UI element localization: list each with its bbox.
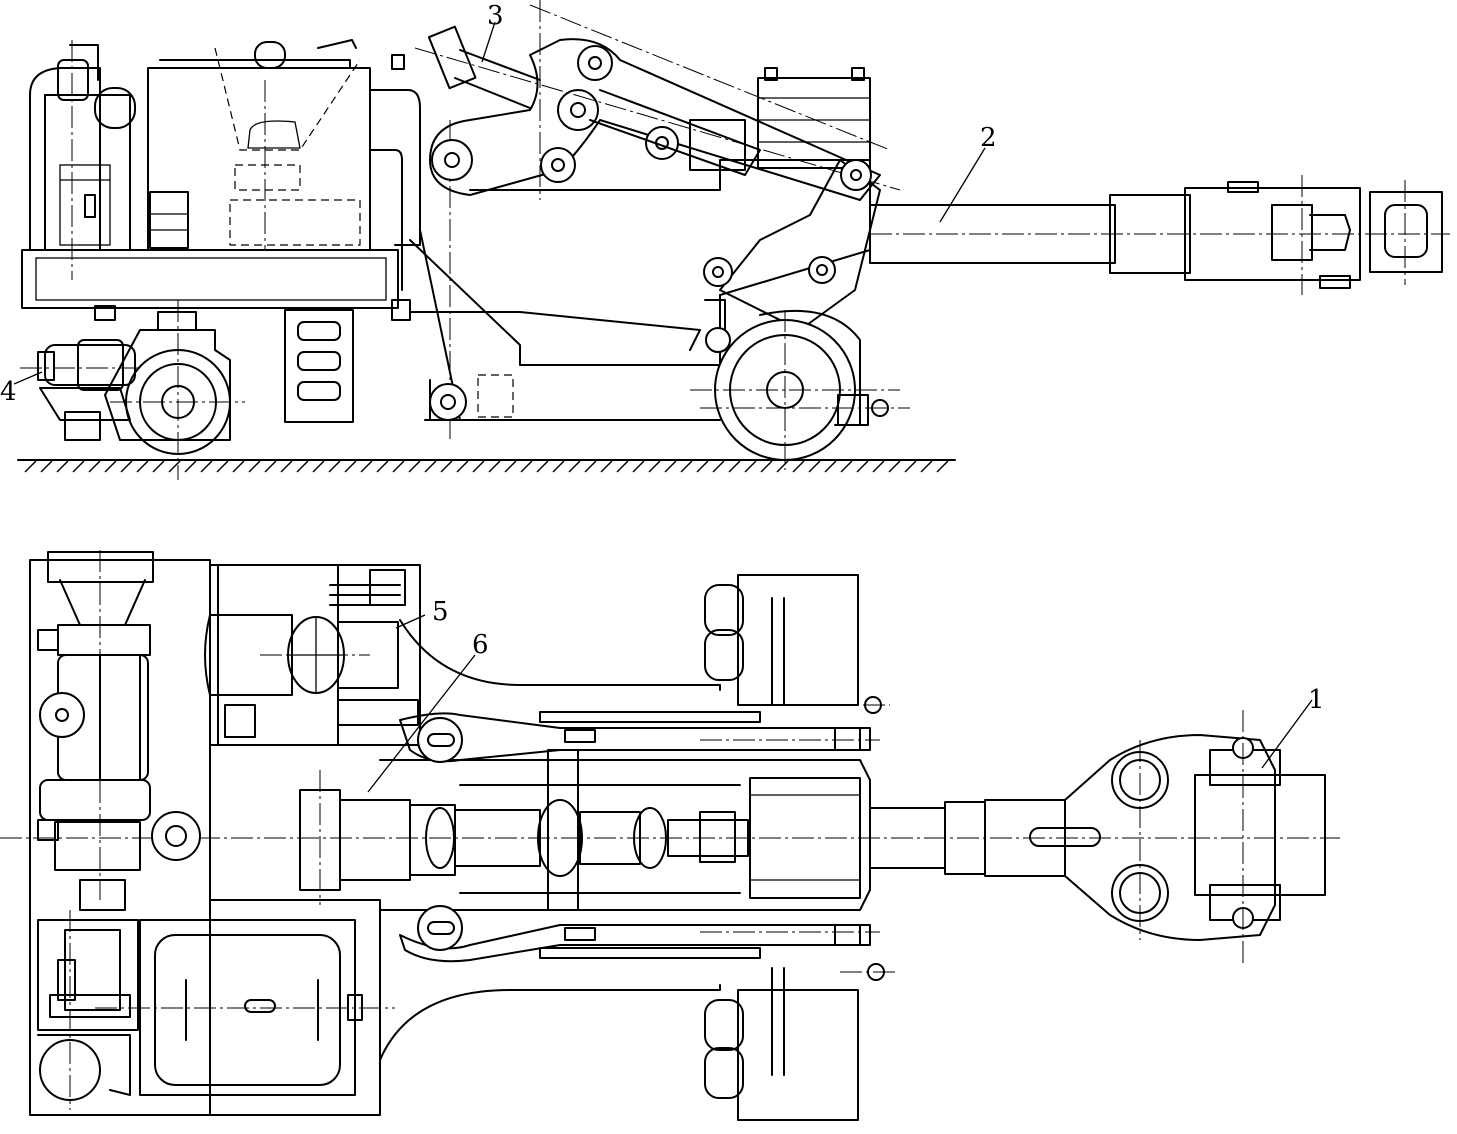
plan-control-block — [204, 564, 419, 746]
ground-hatch-line — [408, 460, 421, 473]
rear-wheel — [104, 300, 245, 480]
ground-hatch-line — [248, 460, 261, 473]
ground-hatch-line — [40, 460, 53, 473]
ground-hatch-line — [136, 460, 149, 473]
rear-motor — [20, 339, 140, 441]
ground-hatch-line — [328, 460, 341, 473]
ground-hatch-line — [776, 460, 789, 473]
chassis-frame — [21, 249, 521, 321]
ground-hatch-line — [88, 460, 101, 473]
label-3: 3 — [487, 1, 504, 31]
ground-hatch-line — [744, 460, 757, 473]
plan-engine-column — [37, 550, 201, 911]
ground-hatch-line — [24, 460, 37, 473]
plan-view — [0, 550, 1340, 1121]
ground-hatch-line — [600, 460, 613, 473]
ground-hatch-line — [824, 460, 837, 473]
ground-hatch-line — [664, 460, 677, 473]
ground-hatch-line — [536, 460, 549, 473]
ground-hatch-line — [712, 460, 725, 473]
ground-hatch-line — [520, 460, 533, 473]
ground-hatch-line — [760, 460, 773, 473]
ground-hatch-line — [216, 460, 229, 473]
plan-lower-wheel — [704, 963, 895, 1121]
ground-hatch-line — [360, 460, 373, 473]
ground-hatch-line — [424, 460, 437, 473]
ground-hatch-line — [72, 460, 85, 473]
ground-hatch-line — [648, 460, 661, 473]
cab-housing — [147, 39, 421, 291]
plan-lower-link — [399, 905, 880, 963]
ground-hatch-line — [856, 460, 869, 473]
plan-boom-head — [869, 710, 1326, 965]
ground-hatch-line — [168, 460, 181, 473]
ground-hatch-line — [440, 460, 453, 473]
ground-hatch-line — [184, 460, 197, 473]
front-tank — [757, 67, 871, 169]
ground-hatch-line — [200, 460, 213, 473]
ground-hatch-line — [728, 460, 741, 473]
ground-hatch-line — [344, 460, 357, 473]
label-6: 6 — [472, 630, 489, 660]
plan-fuel-tank — [95, 919, 395, 1096]
ground-hatch-line — [376, 460, 389, 473]
ground-hatch-line — [792, 460, 805, 473]
front-arm-lever — [703, 159, 881, 353]
ground-hatch-line — [296, 460, 309, 473]
ground-hatch-line — [680, 460, 693, 473]
labels: 1 2 3 4 5 6 — [0, 1, 1325, 793]
ground-hatch-line — [840, 460, 853, 473]
ground-hatch-line — [264, 460, 277, 473]
ground-hatch-line — [904, 460, 917, 473]
ground-hatch-line — [56, 460, 69, 473]
plan-lower-left-unit — [37, 910, 139, 1110]
ground-hatch-line — [696, 460, 709, 473]
side-view — [17, 0, 1450, 480]
ground-hatch-line — [632, 460, 645, 473]
ground-hatch-line — [472, 460, 485, 473]
label-5: 5 — [432, 597, 449, 627]
ground-hatch-line — [392, 460, 405, 473]
label-1: 1 — [1308, 685, 1325, 715]
ground-hatch-line — [504, 460, 517, 473]
ground-hatch-line — [920, 460, 933, 473]
label-2: 2 — [980, 123, 997, 153]
lift-linkage — [414, 0, 901, 201]
ground-hatch-line — [152, 460, 165, 473]
plan-body-outline — [0, 559, 1340, 1116]
ground — [17, 459, 956, 473]
label-4: 4 — [0, 377, 17, 407]
ground-hatch-line — [888, 460, 901, 473]
ground-hatch-line — [872, 460, 885, 473]
rear-engine-unit — [29, 40, 136, 280]
ground-hatch-line — [936, 460, 949, 473]
ground-hatch-line — [488, 460, 501, 473]
drill-boom — [869, 175, 1450, 295]
ground-hatch-line — [808, 460, 821, 473]
plan-central-cylinder — [299, 749, 749, 911]
ground-hatch-line — [584, 460, 597, 473]
ground-hatch-line — [552, 460, 565, 473]
ground-hatch-line — [120, 460, 133, 473]
ground-hatch-line — [312, 460, 325, 473]
ground-hatch-line — [456, 460, 469, 473]
ground-hatch-line — [232, 460, 245, 473]
ground-hatch-line — [616, 460, 629, 473]
ground-hatch-line — [568, 460, 581, 473]
plan-upper-wheel — [704, 574, 890, 714]
ground-hatch-line — [104, 460, 117, 473]
plan-upper-link — [399, 711, 880, 763]
ground-hatch-line — [280, 460, 293, 473]
front-lower-pivot — [429, 383, 467, 421]
step-ladder — [284, 309, 354, 423]
front-wheel — [690, 309, 910, 470]
